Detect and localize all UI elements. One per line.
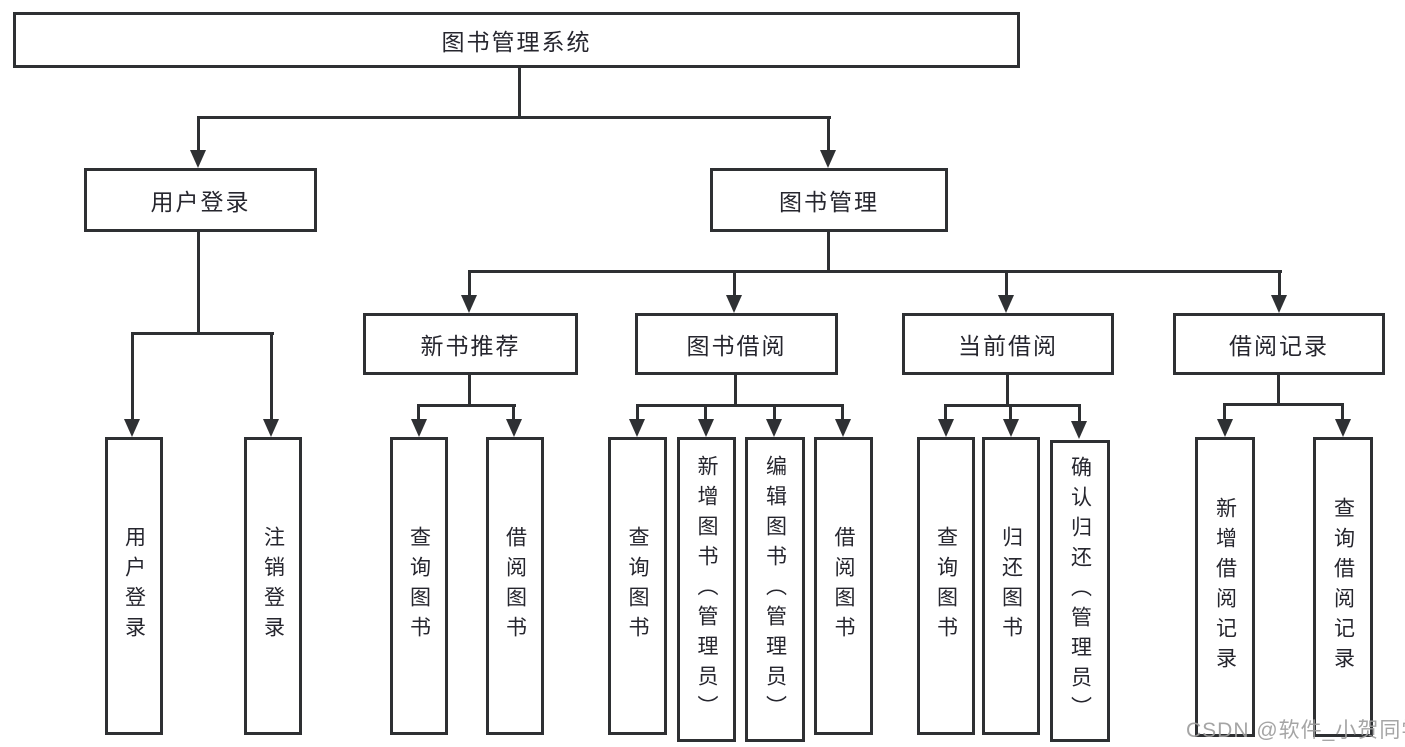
leaf-bb-borrow-books: 借阅图书 (814, 437, 873, 735)
node-user-login: 用户登录 (84, 168, 317, 232)
connector-drop (1341, 403, 1344, 421)
connector-drop-book-mgmt (827, 116, 830, 154)
leaf-user-login: 用户登录 (105, 437, 163, 735)
arrow-down-icon (1271, 295, 1287, 313)
arrow-down-icon (998, 295, 1014, 313)
leaf-bb-edit-books-label: 编辑图书（管理员） (763, 454, 787, 725)
connector-new-book-rec-trunk (468, 375, 471, 407)
arrow-down-icon (938, 419, 954, 437)
leaf-bb-add-books: 新增图书（管理员） (677, 437, 736, 742)
connector-book-mgmt-trunk (827, 232, 830, 273)
connector-drop (841, 404, 844, 421)
leaf-rec-borrow-books-label: 借阅图书 (503, 526, 527, 646)
arrow-down-icon (506, 419, 522, 437)
leaf-cb-return-books-label: 归还图书 (999, 526, 1023, 646)
leaf-bb-query-books: 查询图书 (608, 437, 667, 735)
arrow-down-icon (726, 295, 742, 313)
arrow-down-icon (411, 419, 427, 437)
node-book-mgmt: 图书管理 (710, 168, 948, 232)
arrow-down-icon (124, 419, 140, 437)
connector-drop (1009, 404, 1012, 421)
arrow-down-icon (629, 419, 645, 437)
leaf-bb-edit-books: 编辑图书（管理员） (745, 437, 805, 742)
arrow-down-icon (698, 419, 714, 437)
arrow-down-icon (1217, 419, 1233, 437)
connector-new-book-rec-rail (417, 404, 516, 407)
leaf-cb-return-books: 归还图书 (982, 437, 1040, 735)
connector-book-borrow-trunk (734, 375, 737, 407)
node-borrow-records: 借阅记录 (1173, 313, 1385, 375)
node-current-borrow: 当前借阅 (902, 313, 1114, 375)
connector-drop (944, 404, 947, 421)
connector-current-borrow-rail (944, 404, 1080, 407)
arrow-down-icon (1003, 419, 1019, 437)
connector-drop-current-borrow (1005, 270, 1008, 297)
connector-drop-user-login (197, 116, 200, 154)
arrow-down-icon (190, 150, 206, 168)
connector-drop (1078, 404, 1081, 423)
leaf-br-add-record: 新增借阅记录 (1195, 437, 1255, 737)
node-book-mgmt-label: 图书管理 (779, 189, 879, 215)
arrow-down-icon (820, 150, 836, 168)
connector-root-trunk (518, 68, 521, 119)
arrow-down-icon (461, 295, 477, 313)
connector-root-rail (197, 116, 831, 119)
connector-drop (417, 404, 420, 421)
connector-user-login-rail (131, 332, 274, 335)
node-user-login-label: 用户登录 (150, 189, 251, 215)
connector-drop (512, 404, 515, 421)
connector-drop (636, 404, 639, 421)
connector-drop-leaf-logout (270, 332, 273, 421)
leaf-user-login-label: 用户登录 (122, 526, 146, 646)
leaf-br-add-record-label: 新增借阅记录 (1213, 497, 1237, 677)
arrow-down-icon (263, 419, 279, 437)
arrow-down-icon (1071, 421, 1087, 439)
connector-drop (1223, 403, 1226, 421)
connector-book-mgmt-rail (468, 270, 1282, 273)
connector-drop-leaf-login (131, 332, 134, 421)
node-root-label: 图书管理系统 (441, 29, 592, 55)
arrow-down-icon (835, 419, 851, 437)
connector-drop-borrow-records (1278, 270, 1281, 297)
connector-book-borrow-rail (636, 404, 844, 407)
arrow-down-icon (766, 419, 782, 437)
leaf-bb-query-books-label: 查询图书 (626, 526, 649, 646)
node-book-borrow-label: 图书借阅 (686, 333, 787, 359)
connector-borrow-records-rail (1223, 403, 1344, 406)
node-new-book-rec-label: 新书推荐 (420, 333, 521, 359)
connector-drop-book-borrow (733, 270, 736, 297)
connector-drop (773, 404, 776, 421)
leaf-bb-borrow-books-label: 借阅图书 (832, 526, 855, 646)
node-book-borrow: 图书借阅 (635, 313, 838, 375)
leaf-cb-query-books: 查询图书 (917, 437, 975, 735)
leaf-cb-query-books-label: 查询图书 (934, 526, 958, 646)
node-root: 图书管理系统 (13, 12, 1020, 68)
node-new-book-rec: 新书推荐 (363, 313, 578, 375)
leaf-bb-add-books-label: 新增图书（管理员） (695, 454, 718, 725)
node-current-borrow-label: 当前借阅 (958, 333, 1058, 359)
connector-drop (704, 404, 707, 421)
leaf-logout-label: 注销登录 (261, 526, 285, 646)
connector-borrow-records-trunk (1277, 375, 1280, 406)
connector-current-borrow-trunk (1006, 375, 1009, 407)
leaf-cb-confirm-return: 确认归还（管理员） (1050, 440, 1110, 742)
leaf-rec-query-books: 查询图书 (390, 437, 448, 735)
connector-user-login-trunk (197, 232, 200, 335)
arrow-down-icon (1335, 419, 1351, 437)
leaf-logout: 注销登录 (244, 437, 302, 735)
leaf-rec-query-books-label: 查询图书 (407, 526, 431, 646)
leaf-cb-confirm-return-label: 确认归还（管理员） (1068, 456, 1092, 726)
leaf-rec-borrow-books: 借阅图书 (486, 437, 544, 735)
leaf-br-query-record: 查询借阅记录 (1313, 437, 1373, 737)
node-borrow-records-label: 借阅记录 (1229, 333, 1329, 359)
connector-drop-new-book-rec (468, 270, 471, 297)
watermark: CSDN @软件_小贺同学 (1186, 719, 1405, 742)
leaf-br-query-record-label: 查询借阅记录 (1331, 497, 1355, 677)
